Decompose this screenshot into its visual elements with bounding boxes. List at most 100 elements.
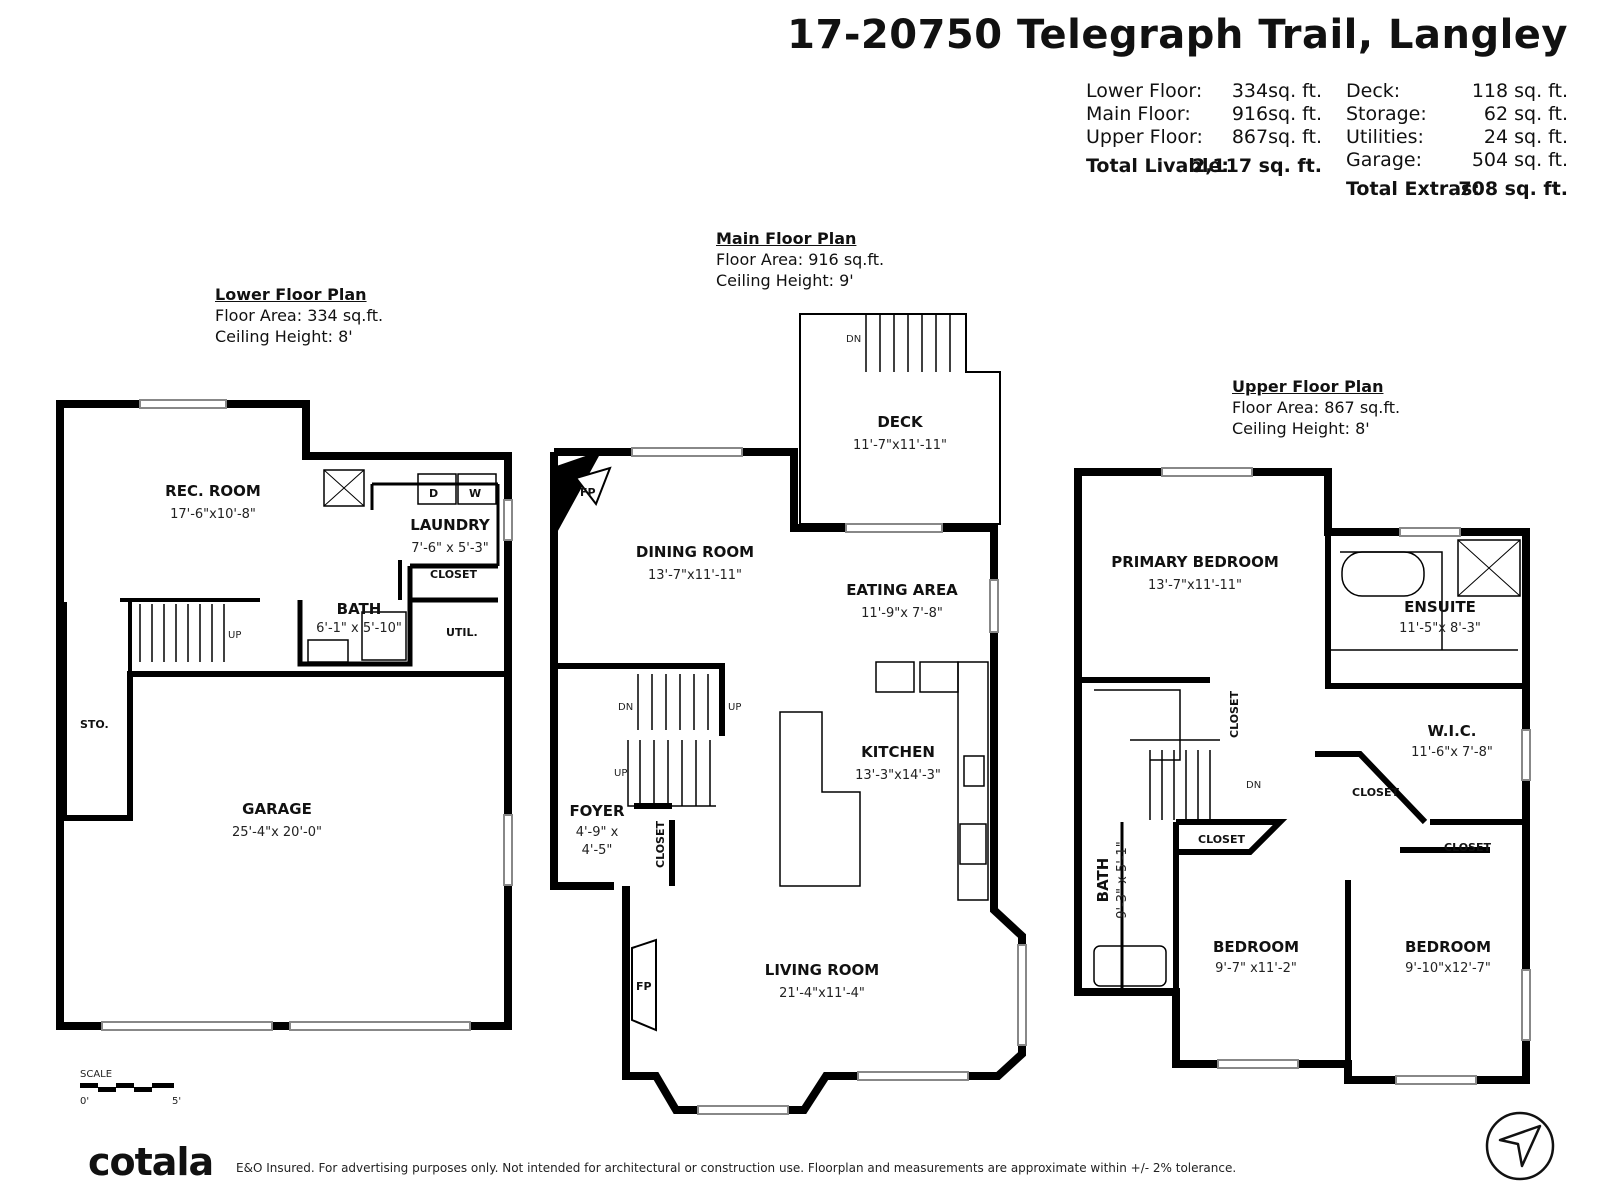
main-floor-value: 916sq. ft. [1231,103,1322,125]
area-summary-left: Lower Floor: 334sq. ft. Main Floor: 916sq.… [1086,80,1322,190]
deck-room-dim: 11'-7"x11'-11" [853,438,947,453]
washer-label: W [469,487,481,500]
living-room-dim: 21'-4"x11'-4" [779,986,865,1001]
living-room-label: LIVING ROOM [765,961,879,979]
foyer-dim-2: 4'-5" [582,843,613,858]
foyer-stairs-up: UP [614,768,627,779]
main-stairs-dn: DN [618,702,633,713]
foyer-closet-label: CLOSET [654,821,667,868]
wic-dim: 11'-6"x 7'-8" [1411,745,1493,760]
scale-start: 0' [80,1096,89,1107]
area-summary-right: Deck: 118 sq. ft. Storage: 62 sq. ft. Util… [1346,80,1568,200]
main-stairs-up: UP [728,702,741,713]
disclaimer-text: E&O Insured. For advertising purposes on… [236,1161,1237,1175]
lower-floor-windows [101,399,513,1031]
total-extras-label: Total Extras: [1346,178,1480,200]
upper-floor-value: 867sq. ft. [1231,126,1322,148]
bedroom-2-label: BEDROOM [1213,938,1299,956]
wic-closet-label: CLOSET [1352,786,1399,799]
rec-room-dim: 17'-6"x10'-8" [170,507,256,522]
primary-bedroom-dim: 13'-7"x11'-11" [1148,578,1242,593]
dining-room-dim: 13'-7"x11'-11" [648,568,742,583]
fixtures [139,314,1521,987]
bedroom-2-closet-label: CLOSET [1198,833,1245,846]
deck-value: 118 sq. ft. [1471,80,1568,102]
eating-area-label: EATING AREA [846,581,958,599]
upper-floor-walls [1074,468,1530,1084]
lower-floor-value: 334sq. ft. [1231,80,1322,102]
util-label: UTIL. [446,626,478,639]
fireplaces [574,466,657,1032]
deck-outline [799,313,1001,525]
upper-bath-dim: 9'-3" x 5'-1" [1115,841,1130,919]
main-plan-area: Floor Area: 916 sq.ft. [716,250,885,269]
main-floor-label: Main Floor: [1086,103,1191,125]
lower-plan-area: Floor Area: 334 sq.ft. [215,306,384,325]
upper-plan-area: Floor Area: 867 sq.ft. [1232,398,1401,417]
bedroom-3-dim: 9'-10"x12'-7" [1405,961,1491,976]
garage-room-dim: 25'-4"x 20'-0" [232,825,322,840]
laundry-label: LAUNDRY [410,516,491,534]
total-extras-value: 708 sq. ft. [1458,178,1568,200]
utilities-value: 24 sq. ft. [1483,126,1568,148]
upper-floor-windows [1161,467,1531,1085]
utilities-label: Utilities: [1346,126,1424,148]
sto-label: STO. [80,718,109,731]
storage-label: Storage: [1346,103,1427,125]
deck-room-label: DECK [877,413,924,431]
dining-fp-label: FP [580,486,596,499]
ensuite-label: ENSUITE [1404,598,1476,616]
lower-plan-ceiling: Ceiling Height: 8' [215,327,353,346]
lower-plan-title: Lower Floor Plan [215,285,367,304]
upper-plan-title: Upper Floor Plan [1232,377,1384,396]
garage-label: Garage: [1346,149,1422,171]
main-plan-title: Main Floor Plan [716,229,857,248]
deck-label: Deck: [1346,80,1401,102]
upper-floor-label: Upper Floor: [1086,126,1203,148]
scale-end: 5' [172,1096,181,1107]
upper-hall-closet-label: CLOSET [1228,691,1241,738]
scale-label: SCALE [80,1069,112,1080]
lower-floor-walls [56,400,512,1030]
laundry-dim: 7'-6" x 5'-3" [411,541,489,556]
foyer-label: FOYER [569,802,625,820]
north-arrow-icon [1485,1111,1555,1181]
kitchen-dim: 13'-3"x14'-3" [855,768,941,783]
rec-room-label: REC. ROOM [165,482,261,500]
bedroom-2-dim: 9'-7" x11'-2" [1215,961,1297,976]
dining-room-label: DINING ROOM [636,543,754,561]
main-floor-windows [631,447,1027,1115]
cotala-logo: cotala [88,1140,214,1184]
lower-stairs-up: UP [228,630,241,641]
eating-area-dim: 11'-9"x 7'-8" [861,606,943,621]
total-livable-label: Total Livable: [1086,155,1229,177]
upper-plan-ceiling: Ceiling Height: 8' [1232,419,1370,438]
upper-stairs-dn: DN [1246,780,1261,791]
bedroom-3-label: BEDROOM [1405,938,1491,956]
bedroom-3-closet-label: CLOSET [1444,841,1491,854]
foyer-dim-1: 4'-9" x [576,825,619,840]
living-fp-label: FP [636,980,652,993]
lower-bath-label: BATH [337,600,382,618]
lower-bath-dim: 6'-1" x 5'-10" [316,621,402,636]
main-plan-ceiling: Ceiling Height: 9' [716,271,854,290]
wic-label: W.I.C. [1427,722,1476,740]
main-floor-walls [550,448,1026,1114]
scale-bar: SCALE 0' 5' [80,1069,181,1107]
primary-bedroom-label: PRIMARY BEDROOM [1111,553,1279,571]
kitchen-label: KITCHEN [861,743,935,761]
garage-value: 504 sq. ft. [1471,149,1568,171]
property-address-title: 17-20750 Telegraph Trail, Langley [787,12,1568,58]
storage-value: 62 sq. ft. [1483,103,1568,125]
lower-floor-label: Lower Floor: [1086,80,1203,102]
upper-plan-heading: Upper Floor Plan Floor Area: 867 sq.ft. … [1232,376,1400,439]
ensuite-dim: 11'-5"x 8'-3" [1399,621,1481,636]
deck-stairs-dn: DN [846,334,861,345]
main-plan-heading: Main Floor Plan Floor Area: 916 sq.ft. C… [716,228,884,291]
dryer-label: D [429,487,438,500]
garage-room-label: GARAGE [242,800,312,818]
total-livable-value: 2,117 sq. ft. [1191,155,1322,177]
lower-plan-heading: Lower Floor Plan Floor Area: 334 sq.ft. … [215,284,383,347]
lower-closet-label: CLOSET [430,568,477,581]
